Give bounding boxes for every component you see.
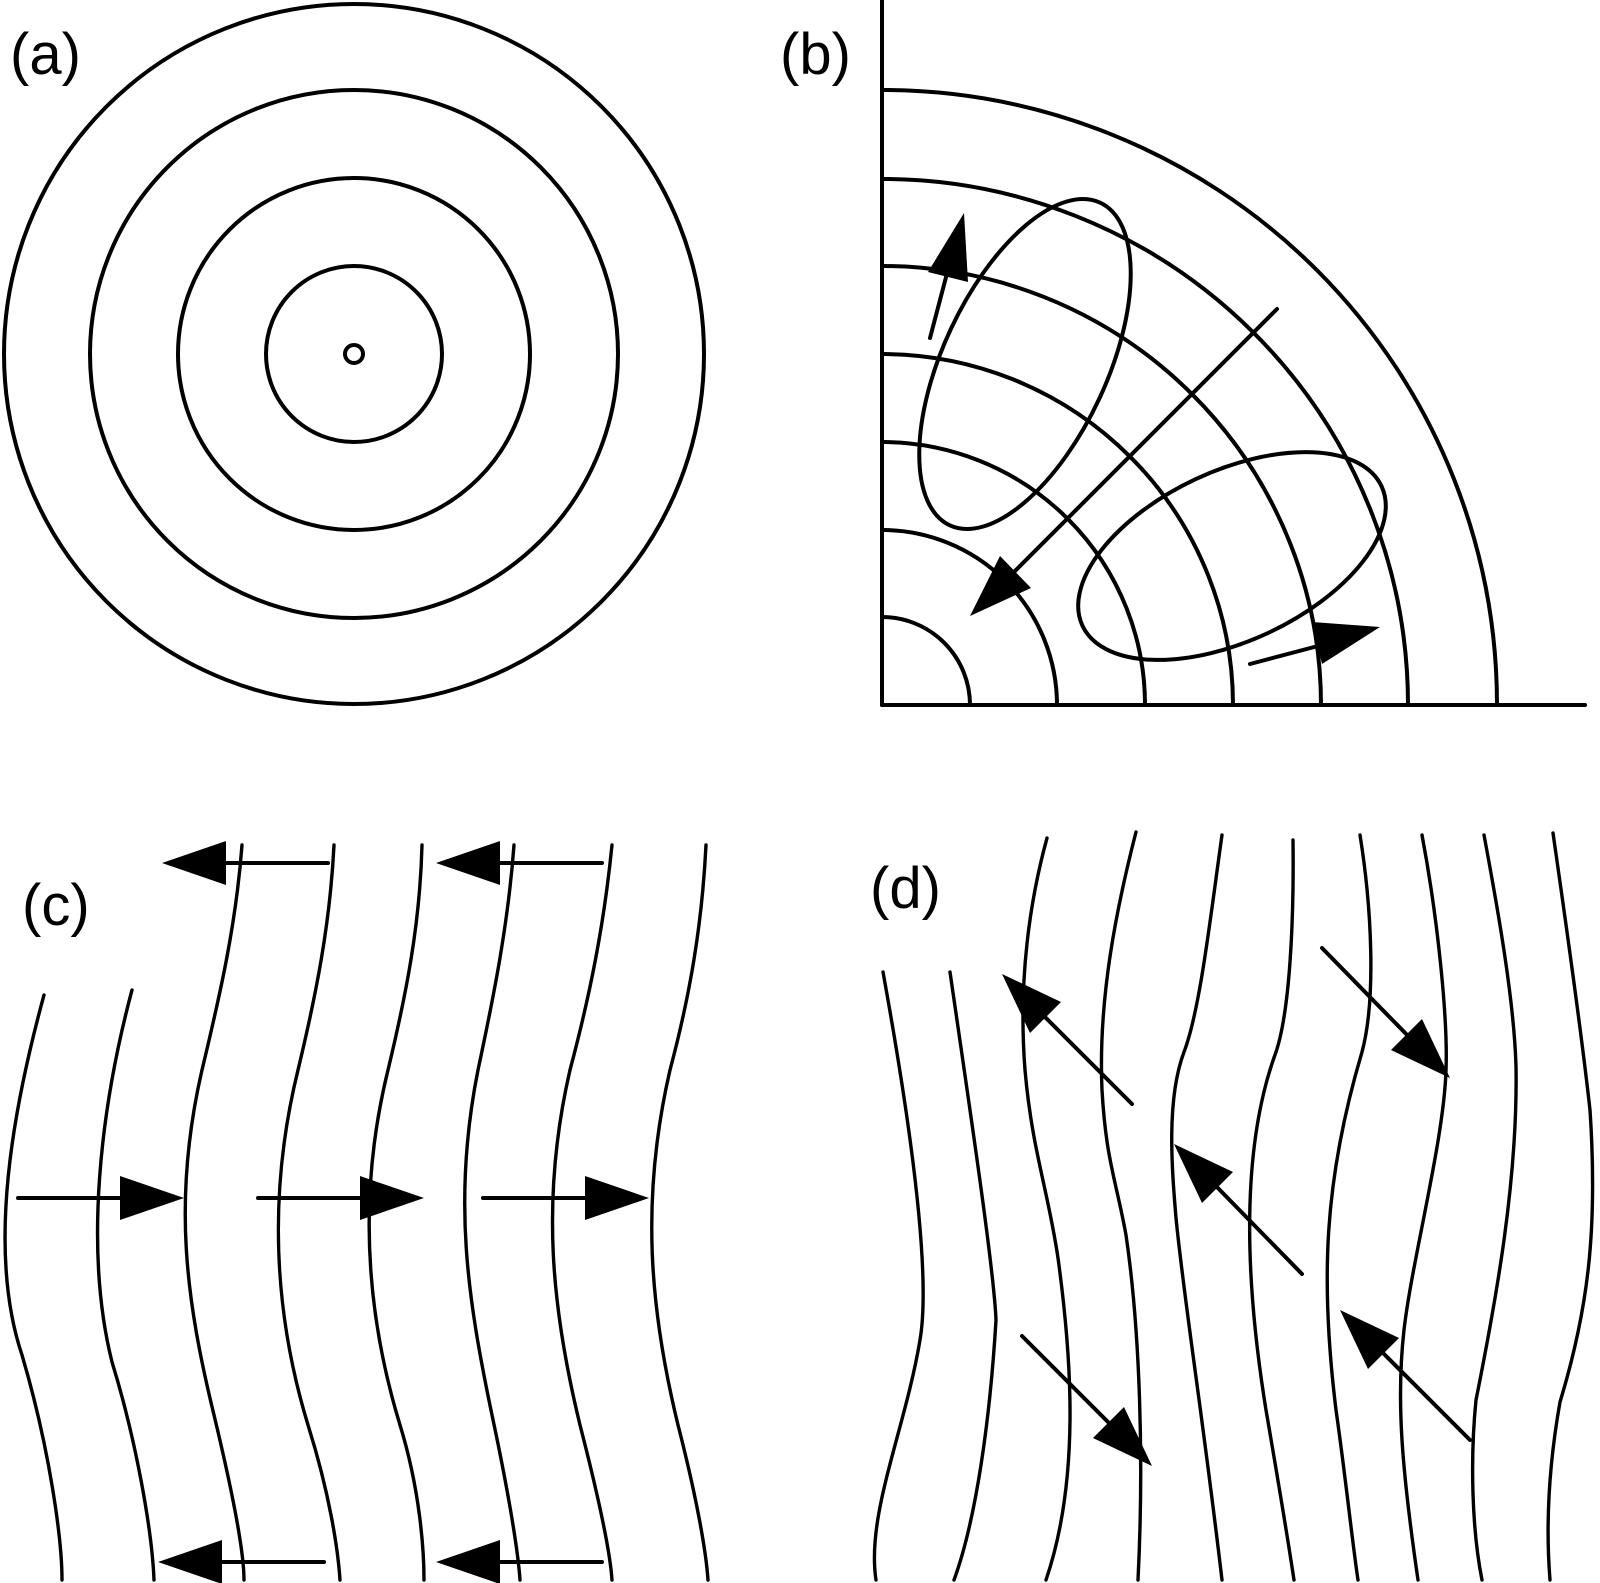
panel-b-arc-7 — [880, 88, 1499, 707]
panel-c-mid-arrow-3-head — [585, 1176, 649, 1220]
panel-d-wave-9 — [1470, 833, 1518, 1582]
panel-c-wave-4 — [276, 843, 342, 1582]
panel-c-mid-arrow-2-head — [360, 1176, 424, 1220]
panel-d-arrow-1-shaft — [1038, 1010, 1134, 1106]
panel-c-wave-3 — [183, 843, 246, 1582]
panel-d-arrow-4-head — [1093, 1407, 1152, 1466]
panel-b-upper-ellipse — [917, 196, 1133, 532]
panel-c-mid-arrow-1-head — [120, 1176, 184, 1220]
panel-c: (c) — [3, 841, 710, 1583]
panel-c-wave-5 — [367, 843, 426, 1582]
panel-c-wave-7 — [550, 843, 614, 1582]
panel-c-bottom-arrow-1-head — [158, 1540, 222, 1583]
panel-d-wave-5 — [1170, 833, 1224, 1582]
panel-b-lower-arrowhead — [1312, 622, 1380, 664]
panel-b-diagonal-arrowhead — [970, 556, 1031, 616]
panel-c-wave-2 — [95, 988, 156, 1582]
panel-a-wavefront-4 — [2, 2, 706, 706]
panel-c-top-arrow-2-head — [436, 841, 500, 885]
panel-b-lower-arrow-shaft — [1248, 644, 1320, 666]
panel-a-wavefront-2 — [176, 176, 532, 532]
panel-c-bottom-arrow-2-head — [436, 1540, 500, 1583]
panel-b-lower-ellipse — [1076, 450, 1388, 662]
panel-d-label: (d) — [870, 856, 941, 921]
panel-d-wave-2 — [948, 970, 998, 1582]
panel-d-arrow-5-shaft — [1320, 946, 1414, 1042]
panel-d-wave-8 — [1398, 833, 1448, 1582]
panel-d-arrow-3-shaft — [1376, 1346, 1472, 1442]
panel-b-label: (b) — [780, 22, 851, 87]
panel-d-arrow-2-head — [1174, 1144, 1233, 1203]
panel-d-wave-7 — [1325, 833, 1373, 1582]
panel-d-arrow-4-shaft — [1020, 1334, 1116, 1430]
panel-d-arrow-5-head — [1391, 1019, 1450, 1078]
panel-d-arrow-2-shaft — [1210, 1180, 1304, 1276]
panel-b: (b) — [780, 0, 1587, 707]
panel-d-wave-10 — [1546, 831, 1595, 1582]
panel-c-wave-6 — [462, 843, 522, 1582]
panel-a: (a) — [2, 2, 706, 706]
panel-d-arrow-3-head — [1340, 1310, 1399, 1369]
panel-d: (d) — [870, 830, 1595, 1582]
panel-c-top-arrow-1-head — [162, 841, 226, 885]
panel-b-upper-arrowhead — [928, 213, 968, 282]
panel-d-arrow-1-head — [1002, 974, 1061, 1033]
panel-b-arc-1 — [880, 615, 972, 707]
panel-a-label: (a) — [10, 22, 81, 87]
panel-d-wave-4 — [1099, 830, 1143, 1582]
panel-d-wave-3 — [1021, 836, 1072, 1582]
panel-a-wavefront-3 — [88, 88, 620, 620]
panel-c-label: (c) — [22, 873, 90, 938]
panel-c-wave-8 — [650, 843, 710, 1582]
panel-b-diagonal-ray — [998, 307, 1279, 588]
panel-d-wave-1 — [872, 970, 925, 1582]
panel-a-source-point — [343, 343, 365, 365]
panel-d-wave-6 — [1247, 838, 1296, 1582]
panel-a-wavefront-1 — [264, 264, 444, 444]
panel-c-wave-1 — [3, 993, 64, 1582]
